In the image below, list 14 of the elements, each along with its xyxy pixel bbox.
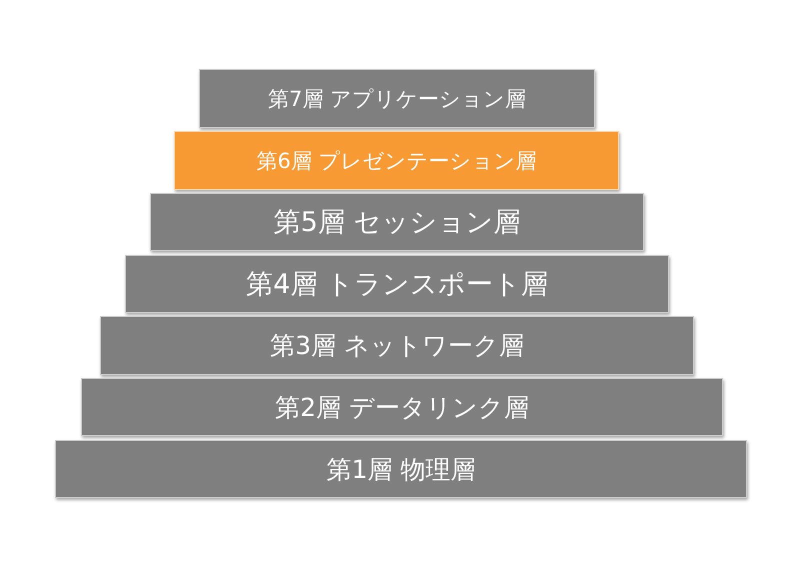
layer-label: 第1層 物理層 [326,454,476,486]
layer-label: 第4層 トランスポート層 [246,268,548,302]
layer-bar [100,316,694,375]
layer-bar [174,131,619,190]
layer-label: 第2層 データリンク層 [275,392,529,424]
layer-label: 第5層 セッション層 [274,206,520,240]
layer-bar [150,193,644,251]
layer-bar [55,440,747,498]
layer-bar [81,378,723,436]
layer-bar [125,255,669,313]
layer-label: 第7層 アプリケーション層 [268,86,526,112]
layer-bar [199,69,595,128]
layer-label: 第3層 ネットワーク層 [270,330,524,362]
layer-label: 第6層 プレゼンテーション層 [256,148,537,174]
